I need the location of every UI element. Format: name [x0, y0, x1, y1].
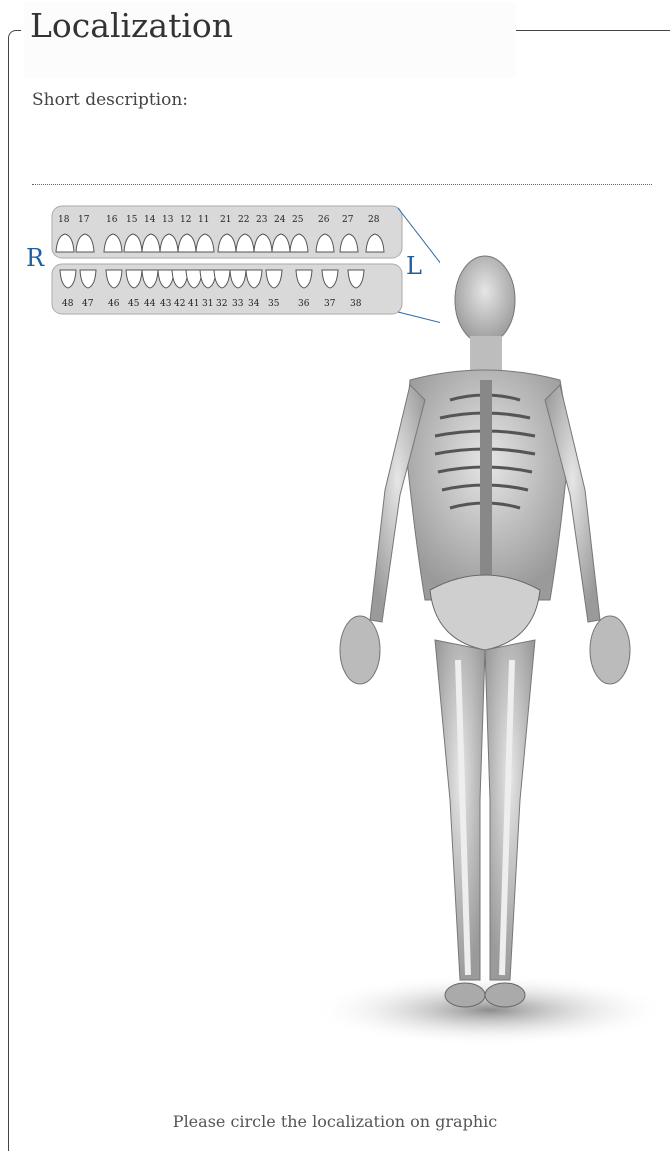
tooth-number: 45	[128, 299, 140, 309]
section-title: Localization	[30, 6, 233, 45]
tooth-number: 42	[174, 299, 185, 309]
frame-corner	[8, 30, 21, 43]
tooth-number: 41	[188, 299, 199, 309]
tooth-number: 17	[78, 215, 90, 225]
tooth-number: 43	[160, 299, 172, 309]
tooth-number: 18	[58, 215, 70, 225]
tooth-number: 12	[180, 215, 191, 225]
tooth-number: 22	[238, 215, 249, 225]
right-side-label: R	[26, 244, 44, 272]
tooth-number: 44	[144, 299, 156, 309]
tooth-number: 25	[292, 215, 304, 225]
tooth-number: 23	[256, 215, 268, 225]
tooth-number: 31	[202, 299, 213, 309]
tooth-number: 34	[248, 299, 260, 309]
frame-top-border	[516, 30, 670, 31]
tooth-number: 16	[106, 215, 118, 225]
frame-left-border	[8, 40, 9, 1151]
tooth-number: 35	[268, 299, 280, 309]
tooth-number: 26	[318, 215, 330, 225]
human-body-figure[interactable]	[300, 240, 670, 1060]
tooth-number: 14	[144, 215, 156, 225]
tooth-number: 46	[108, 299, 120, 309]
tooth-number: 15	[126, 215, 138, 225]
short-description-label: Short description:	[32, 90, 188, 110]
tooth-number: 27	[342, 215, 354, 225]
tooth-number: 21	[220, 215, 231, 225]
tooth-number: 28	[368, 215, 380, 225]
tooth-number: 32	[216, 299, 227, 309]
tooth-number: 47	[82, 299, 94, 309]
tooth-number: 11	[198, 215, 209, 225]
instruction-text: Please circle the localization on graphi…	[0, 1112, 670, 1131]
tooth-number: 33	[232, 299, 244, 309]
body-skeleton-illustration	[300, 240, 670, 1060]
tooth-number: 48	[62, 299, 74, 309]
description-input-line[interactable]	[32, 184, 652, 185]
tooth-number: 24	[274, 215, 286, 225]
tooth-number: 13	[162, 215, 174, 225]
